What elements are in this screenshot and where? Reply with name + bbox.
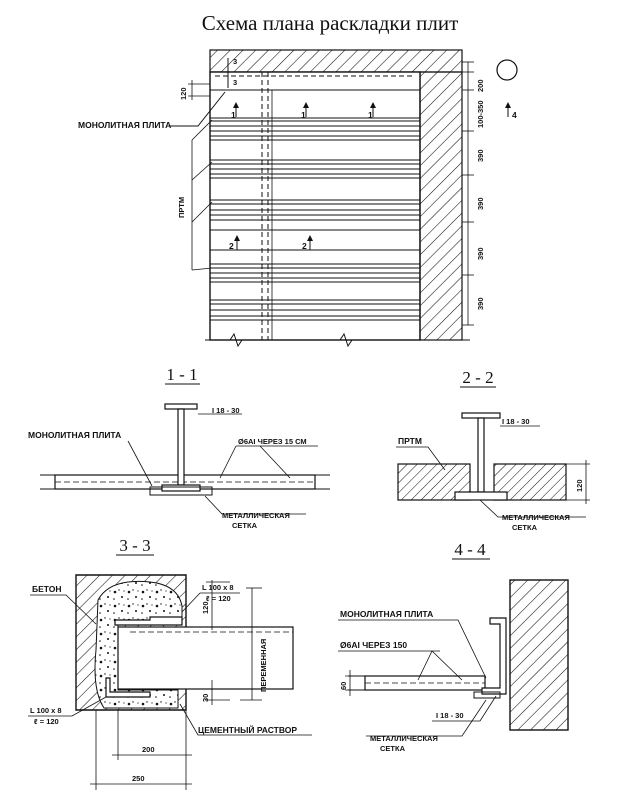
section-2-i-beam — [454, 412, 508, 501]
section-3-angle-bot-label-1: L 100 x 8 — [30, 706, 62, 715]
label-monolith-plan: МОНОЛИТНАЯ ПЛИТА — [78, 120, 171, 130]
section-2-dim-lines — [566, 460, 590, 504]
section-3-dim-250: 250 — [132, 774, 145, 783]
svg-text:4: 4 — [512, 110, 517, 120]
section-1-monolith-label: МОНОЛИТНАЯ ПЛИТА — [28, 430, 121, 440]
section-1-1: 1 - 1 I 18 - 30 МОНОЛИТНАЯ ПЛИТА Ø6AI ЧЕ… — [28, 365, 330, 530]
plan-section-marker-4: 4 — [505, 102, 517, 120]
section-4-monolith-label: МОНОЛИТНАЯ ПЛИТА — [340, 609, 433, 619]
section-3-angle-top-label-2: ℓ = 120 — [206, 594, 231, 603]
svg-text:3: 3 — [233, 78, 237, 87]
section-1-monolith-leader — [127, 440, 153, 487]
plan-section-marker-2: 2 2 — [229, 235, 313, 251]
plan-break-line — [205, 332, 470, 348]
plan-section-marker-1: 1 1 1 — [231, 102, 376, 120]
dim-390-b: 390 — [476, 197, 485, 210]
section-1-rebar-label: Ø6AI ЧЕРЕЗ 15 СМ — [238, 437, 307, 446]
plan-view: 1 1 1 2 2 3 3 4 — [78, 49, 518, 348]
section-4-4: 4 - 4 МОНОЛИТНАЯ ПЛИТА Ø6AI ЧЕРЕЗ 150 60… — [338, 540, 569, 753]
section-3-mortar-label: ЦЕМЕНТНЫЙ РАСТВОР — [198, 724, 297, 735]
plan-top-wall — [209, 49, 463, 73]
section-3-concrete-label: БЕТОН — [32, 584, 62, 594]
section-4-wall — [509, 579, 569, 731]
section-2-prtm-leader — [396, 446, 446, 471]
dim-390-d: 390 — [476, 297, 485, 310]
plan-right-wall — [419, 71, 463, 341]
section-3-angle-top-leader — [181, 592, 240, 613]
section-4-dim-lines — [345, 670, 365, 696]
section-2-prtm-label: ПРТМ — [398, 436, 422, 446]
leader-prtm-plan — [191, 119, 213, 271]
section-4-rebar-leader — [338, 650, 463, 681]
section-3-bottom-dims — [90, 710, 192, 790]
section-4-mesh-leader — [366, 699, 487, 737]
section-3-title: 3 - 3 — [119, 536, 150, 555]
section-3-slab — [117, 626, 294, 690]
section-2-mesh-leader — [479, 499, 586, 518]
section-1-title: 1 - 1 — [166, 365, 197, 384]
section-2-mesh-label-2: СЕТКА — [512, 523, 538, 532]
svg-text:1: 1 — [231, 110, 236, 120]
dim-390-a: 390 — [476, 149, 485, 162]
section-2-mesh-label-1: МЕТАЛЛИЧЕСКАЯ — [502, 513, 570, 522]
section-3-angle-top — [114, 616, 183, 626]
section-1-mesh — [149, 486, 213, 496]
section-3-angle-bot-label-2: ℓ = 120 — [34, 717, 59, 726]
label-prtm-plan: ПРТМ — [177, 197, 186, 218]
dim-100-350: 100-350 — [476, 100, 485, 128]
section-1-i-beam — [161, 403, 201, 492]
section-1-beam-label: I 18 - 30 — [212, 406, 240, 415]
plan-section-marker-3: 3 3 — [227, 57, 237, 88]
section-3-inner-dims — [206, 580, 262, 705]
plan-dimension-chain-right — [462, 61, 474, 326]
section-4-dim-60: 60 — [339, 682, 348, 690]
leader-monolith-plan — [170, 91, 226, 127]
section-3-dim-200: 200 — [142, 745, 155, 754]
section-4-mesh-label-2: СЕТКА — [380, 744, 406, 753]
section-2-2: 2 - 2 I 18 - 30 ПРТМ 120 МЕТАЛЛИЧЕСКАЯ С… — [396, 368, 590, 532]
svg-text:1: 1 — [368, 110, 373, 120]
section-3-dim-30: 30 — [201, 694, 210, 702]
section-3-angle-top-label-1: L 100 x 8 — [202, 583, 234, 592]
section-3-angle-bot-leader — [28, 696, 107, 717]
section-2-beam-label: I 18 - 30 — [502, 417, 530, 426]
plan-dim-120-lines — [188, 80, 210, 100]
section-3-angle-bottom — [105, 677, 151, 698]
dim-200-plan: 200 — [476, 79, 485, 92]
section-1-mesh-label-2: СЕТКА — [232, 521, 258, 530]
section-4-title: 4 - 4 — [454, 540, 486, 559]
plan-monolith-strip — [209, 71, 421, 91]
section-3-3: 3 - 3 БЕТОН L 100 x 8 ℓ = 120 L 100 x 8 … — [28, 536, 312, 790]
section-4-rebar-label: Ø6AI ЧЕРЕЗ 150 — [340, 640, 407, 650]
section-3-concrete-leader — [30, 594, 97, 625]
plan-slab-bands — [210, 117, 420, 321]
section-1-slab-ends — [40, 474, 330, 490]
svg-text:1: 1 — [301, 110, 306, 120]
section-3-concrete-fill — [95, 581, 182, 708]
section-1-mesh-leader — [204, 495, 306, 515]
section-4-slab-ends — [348, 675, 365, 691]
section-4-mesh-label-1: МЕТАЛЛИЧЕСКАЯ — [370, 734, 438, 743]
section-3-variable-label: ПЕРЕМЕННАЯ — [259, 639, 268, 692]
section-3-dim-120: 120 — [201, 601, 210, 614]
section-4-beam — [481, 617, 507, 695]
section-1-rebar-leader — [219, 445, 318, 479]
svg-text:2: 2 — [229, 241, 234, 251]
dim-120-plan: 120 — [179, 87, 188, 100]
page-title: Схема плана раскладки плит — [202, 11, 459, 35]
section-4-beam-leader — [432, 695, 497, 722]
axis-marker-circle — [496, 59, 518, 81]
section-1-mesh-label-1: МЕТАЛЛИЧЕСКАЯ — [222, 511, 290, 520]
svg-text:3: 3 — [233, 57, 237, 66]
svg-text:2: 2 — [302, 241, 307, 251]
section-4-monolith-leader — [338, 619, 487, 679]
section-2-title: 2 - 2 — [462, 368, 493, 387]
section-4-mesh — [473, 691, 501, 699]
section-2-dim-120: 120 — [575, 479, 584, 492]
section-4-beam-label: I 18 - 30 — [436, 711, 464, 720]
dim-390-c: 390 — [476, 247, 485, 260]
